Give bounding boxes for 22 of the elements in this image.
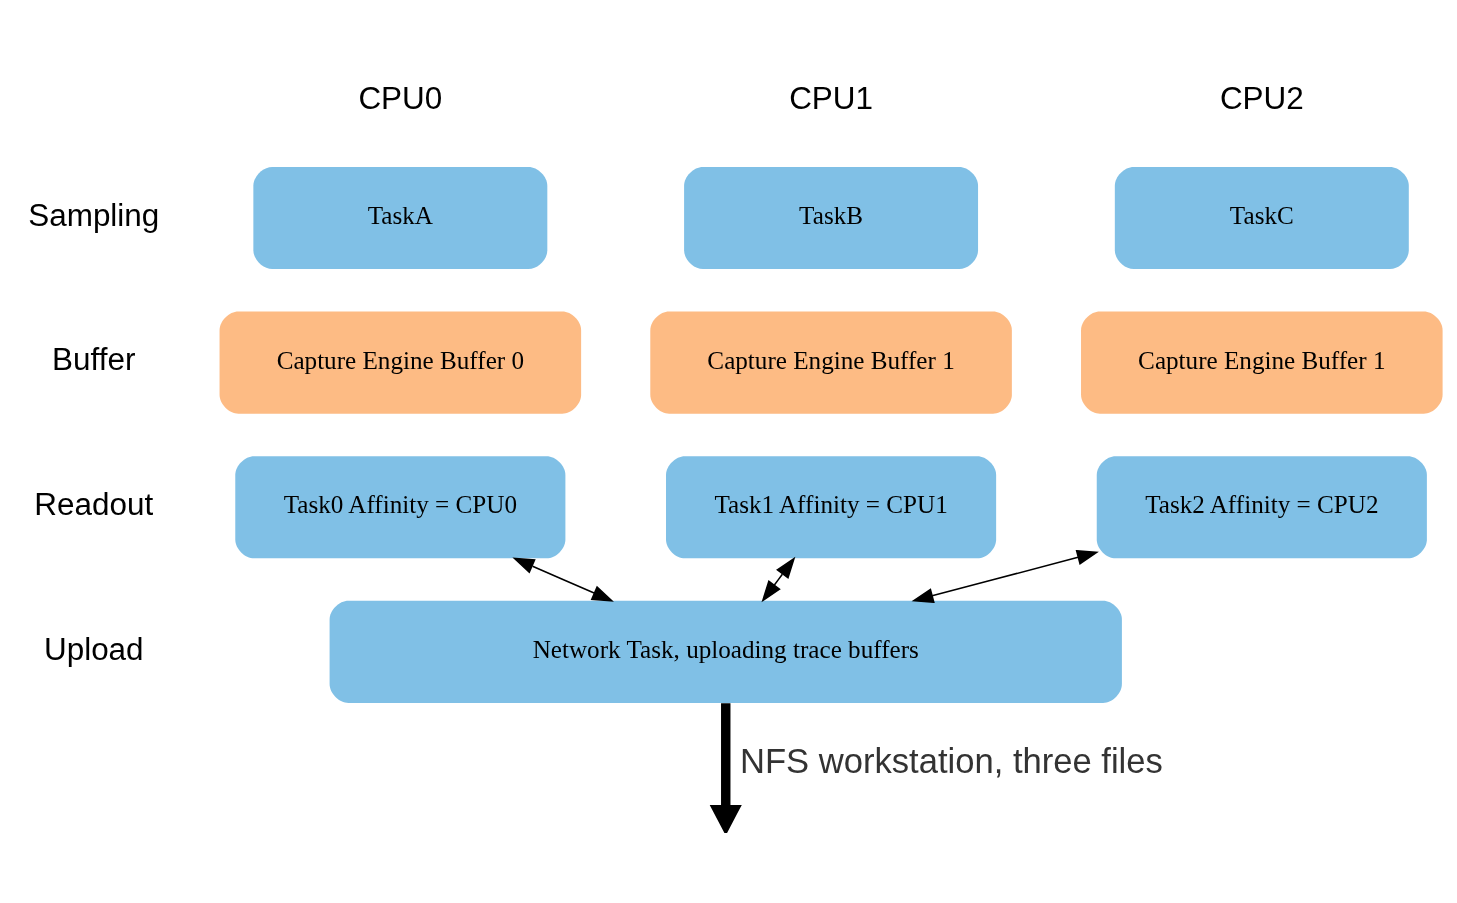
arrow — [911, 549, 1099, 603]
node-box: TaskB — [684, 166, 979, 269]
label: CPU0 — [358, 80, 443, 116]
node-box: Task1 Affinity = CPU1 — [666, 455, 997, 558]
arrow — [761, 556, 796, 602]
label: Buffer — [52, 341, 136, 377]
label: Readout — [34, 486, 154, 522]
node-box: Task0 Affinity = CPU0 — [235, 455, 566, 558]
node-box: Network Task, uploading trace buffers — [329, 600, 1122, 703]
label: Upload — [43, 631, 144, 667]
node-box: Capture Engine Buffer 0 — [219, 311, 582, 414]
node-box: TaskC — [1114, 166, 1409, 269]
node-box: Capture Engine Buffer 1 — [650, 311, 1012, 414]
label: Sampling — [28, 197, 160, 233]
node-box: TaskA — [253, 166, 548, 269]
label: CPU1 — [789, 80, 874, 116]
edge-label: NFS workstation, three files — [740, 741, 1163, 780]
label: CPU2 — [1219, 80, 1304, 116]
node-box: Task2 Affinity = CPU2 — [1096, 455, 1427, 558]
arrow — [512, 557, 614, 602]
arrow — [709, 702, 742, 833]
node-box: Capture Engine Buffer 1 — [1081, 311, 1443, 414]
